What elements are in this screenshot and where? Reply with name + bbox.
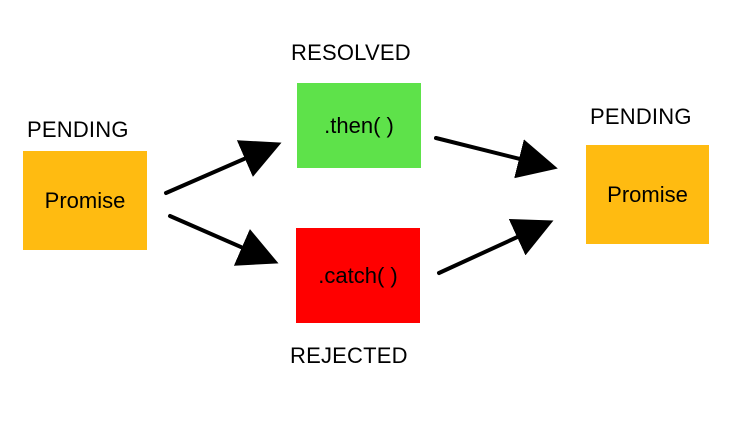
resolved-label: RESOLVED	[291, 40, 411, 65]
arrow-promise-to-then	[164, 140, 282, 195]
rejected-label: REJECTED	[290, 343, 408, 368]
arrow-catch-to-promise	[437, 218, 554, 275]
right-pending-label: PENDING	[590, 104, 692, 129]
left-pending-label: PENDING	[27, 117, 129, 142]
catch-text: .catch( )	[318, 262, 398, 288]
catch-box: .catch( )	[296, 228, 420, 323]
then-text: .then( )	[324, 112, 394, 138]
then-box: .then( )	[297, 83, 421, 168]
right-promise-text: Promise	[607, 181, 688, 207]
right-promise-box: Promise	[586, 145, 709, 244]
arrow-then-to-promise	[434, 136, 558, 179]
left-promise-text: Promise	[44, 187, 126, 213]
arrow-promise-to-catch	[168, 214, 279, 266]
left-promise-box: Promise	[23, 151, 147, 250]
